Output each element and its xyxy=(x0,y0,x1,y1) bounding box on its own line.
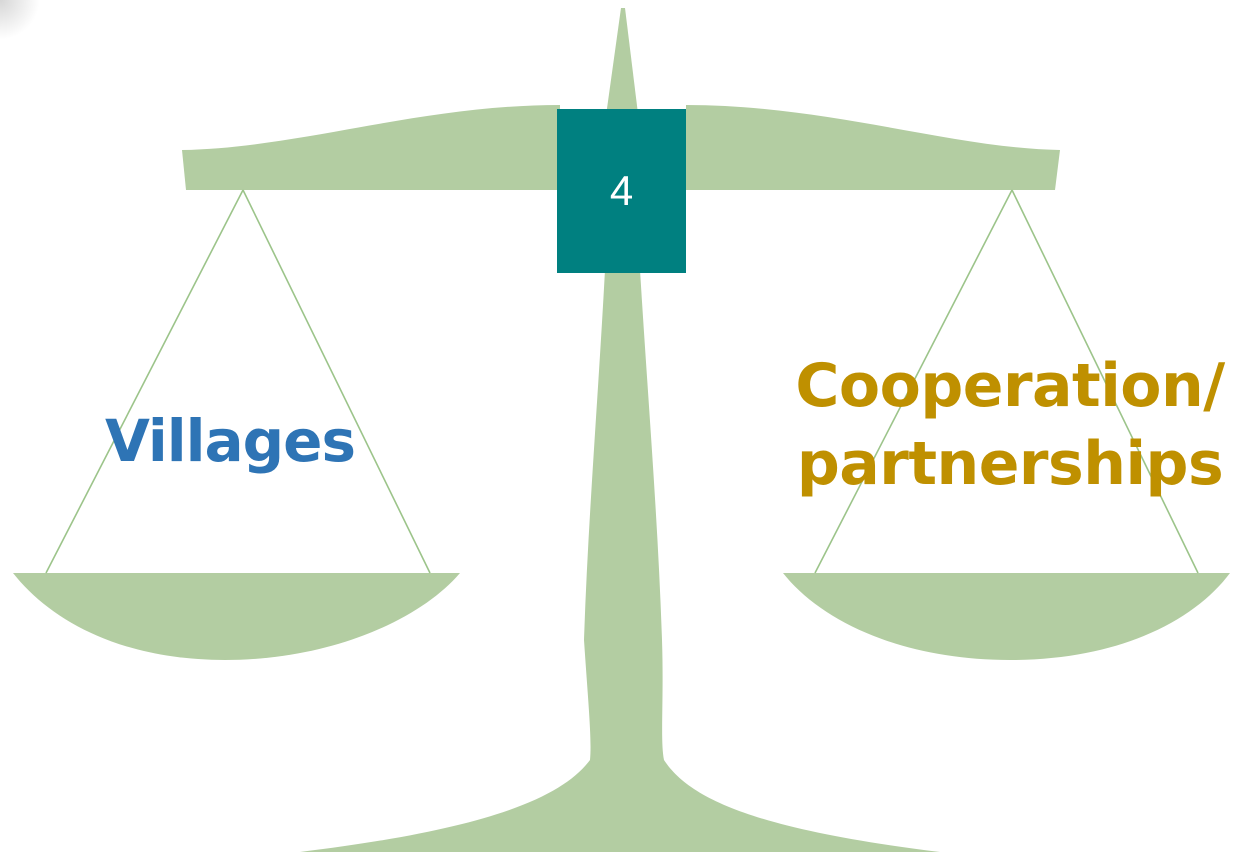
left-pan-label: Villages xyxy=(104,407,356,475)
left-pan xyxy=(13,573,460,660)
scale-pillar-body xyxy=(300,270,940,852)
right-pan xyxy=(783,573,1230,660)
number-badge-text: 4 xyxy=(609,167,634,214)
corner-shadow xyxy=(0,0,40,40)
number-badge: 4 xyxy=(557,109,686,273)
scale-beam-right xyxy=(686,105,1060,190)
right-pan-label: Cooperation/ partnerships xyxy=(770,347,1250,503)
scale-pillar xyxy=(604,8,640,130)
right-pan-label-line1: Cooperation/ xyxy=(795,351,1225,421)
scale-beam xyxy=(182,105,560,190)
right-pan-string-left xyxy=(814,189,1013,574)
right-pan-string-right xyxy=(1011,189,1199,574)
left-pan-string-left xyxy=(45,189,244,574)
left-pan-string-right xyxy=(242,189,431,574)
right-pan-label-line2: partnerships xyxy=(796,429,1224,499)
